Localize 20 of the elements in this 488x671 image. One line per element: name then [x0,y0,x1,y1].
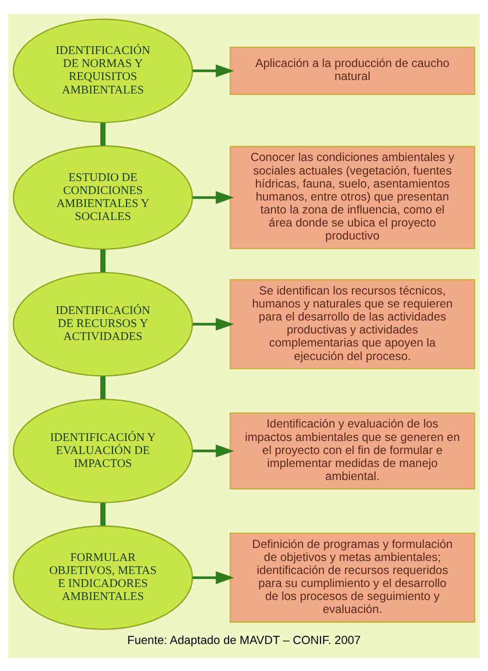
node-ellipse: ESTUDIO DE CONDICIONES AMBIENTALES Y SOCIALES [12,144,194,250]
node-ellipse: FORMULAR OBJETIVOS, METAS E INDICADORES AMBIENTALES [12,524,194,630]
caption: Fuente: Adaptado de MAVDT – CONIF. 2007 [127,633,361,646]
node-ellipse: IDENTIFICACIÓN DE NORMAS Y REQUISITOS AMBIENTALES [12,18,194,123]
node-ellipse: IDENTIFICACIÓN Y EVALUACIÓN DE IMPACTOS [12,398,194,503]
node-box: Aplicación a la producción de caucho natural [230,46,476,94]
node-box: Se identifican los recursos técnicos, humanos y naturales que se requieren para el desarrollo de las actividades productivas y actividades complementarias que apoyen la ejecución del proceso. [230,278,476,369]
node-box: Identificación y evaluación de los impactos ambientales que se generen en el proyecto con el fin de formular e implementar medidas de manejo ambiental. [230,412,476,489]
connector [100,249,106,272]
connector [100,122,106,146]
arrow [192,64,234,77]
node-box: Definición de programas y formulación de objetivos y metas ambientales; identificación de recursos requeridos para su cumplimiento y el desarrollo de los procesos de seguimiento y evaluación. [230,532,476,622]
arrow [192,317,234,330]
node-ellipse: IDENTIFICACIÓN DE RECURSOS Y ACTIVIDADES [12,272,194,376]
arrow [192,570,234,584]
connector [100,502,106,526]
arrow [192,190,234,204]
arrow [192,444,234,457]
node-box: Conocer las condiciones ambientales y sociales actuales (vegetación, fuentes hídricas, fauna, suelo, asentamientos humanos, entre otros) que presentan tanto la zona de influencia, como el área donde se ubica el proyecto productivo [230,145,476,249]
connector [100,376,106,398]
